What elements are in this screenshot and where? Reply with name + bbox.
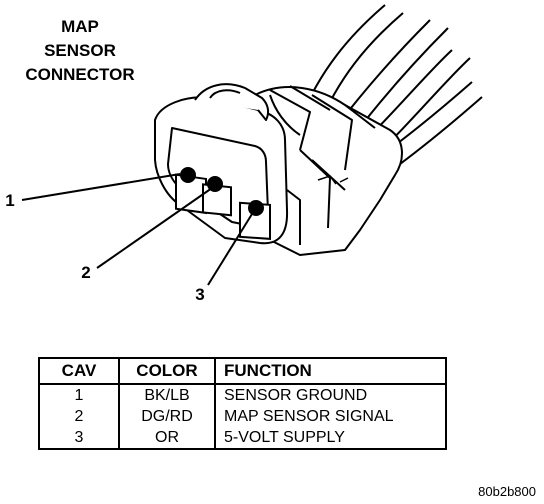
cell-color: BK/LB — [118, 384, 216, 406]
leader-line-1 — [21, 173, 181, 201]
title-line-2: SENSOR — [44, 41, 116, 60]
terminal-cavities — [175, 167, 271, 240]
cell-cav: 1 — [38, 384, 120, 406]
leader-line-2 — [96, 187, 213, 269]
cavity-3 — [239, 200, 271, 240]
title-line-1: MAP — [61, 17, 99, 36]
header-cav: CAV — [38, 357, 120, 385]
cell-color: DG/RD — [118, 406, 216, 427]
table-header-row: CAV COLOR FUNCTION — [38, 357, 447, 385]
cell-cav: 2 — [38, 406, 120, 427]
header-color: COLOR — [118, 357, 216, 385]
pin-function-table: CAV COLOR FUNCTION 1 BK/LB SENSOR GROUND… — [38, 357, 447, 450]
leader-lines — [21, 173, 253, 286]
callout-2: 2 — [81, 263, 90, 282]
table-row: 2 DG/RD MAP SENSOR SIGNAL — [38, 406, 447, 427]
cell-color: OR — [118, 427, 216, 450]
leader-line-3 — [207, 213, 253, 286]
housing-marking — [317, 175, 349, 185]
title-line-3: CONNECTOR — [25, 65, 134, 84]
cell-function: SENSOR GROUND — [214, 384, 447, 406]
figure-id: 80b2b800 — [478, 484, 536, 499]
cell-cav: 3 — [38, 427, 120, 450]
header-function: FUNCTION — [214, 357, 447, 385]
cavity-1 — [175, 167, 207, 215]
cell-function: 5-VOLT SUPPLY — [214, 427, 447, 450]
callout-1: 1 — [5, 191, 14, 210]
table-row: 3 OR 5-VOLT SUPPLY — [38, 427, 447, 450]
cavity-2 — [202, 176, 232, 217]
table-row: 1 BK/LB SENSOR GROUND — [38, 384, 447, 406]
callout-3: 3 — [195, 285, 204, 304]
cell-function: MAP SENSOR SIGNAL — [214, 406, 447, 427]
